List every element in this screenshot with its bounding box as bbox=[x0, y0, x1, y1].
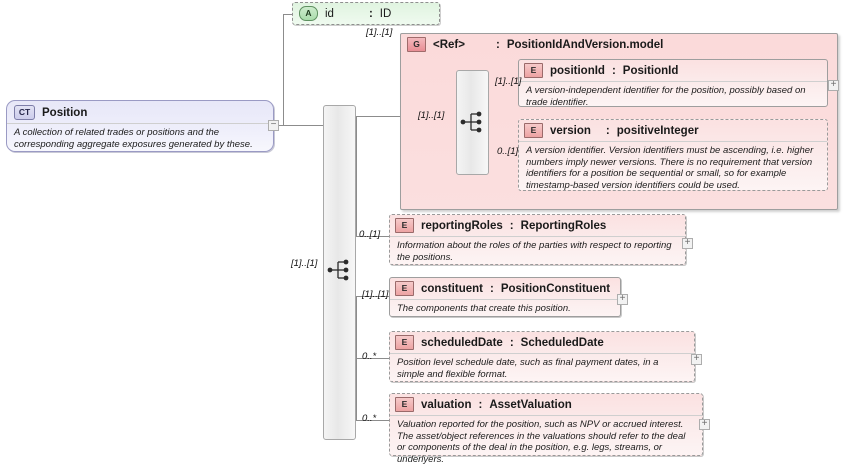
element-valuation-type: AssetValuation bbox=[489, 398, 572, 411]
element-badge: E bbox=[395, 281, 414, 296]
element-scheduleddate-type: ScheduledDate bbox=[520, 336, 604, 349]
element-scheduleddate-name: scheduledDate bbox=[421, 336, 503, 349]
element-positionid-header: E positionId : PositionId bbox=[519, 60, 827, 81]
connector-seq-branch-v bbox=[356, 116, 357, 236]
attribute-id-type: ID bbox=[379, 7, 392, 20]
expand-icon: + bbox=[830, 78, 837, 90]
sequence-cardinality: [1]..[1] bbox=[291, 258, 318, 269]
group-ref-cardinality: [1]..[1] bbox=[366, 27, 393, 38]
group-ref-name: <Ref> bbox=[433, 38, 465, 51]
attribute-id-separator: : bbox=[368, 7, 373, 20]
element-reportingroles-type: ReportingRoles bbox=[520, 219, 607, 232]
expand-icon: + bbox=[693, 352, 700, 364]
connector-seq-to-scheduleddate bbox=[356, 358, 389, 359]
collapse-icon: − bbox=[270, 118, 277, 130]
position-header: CT Position bbox=[7, 101, 273, 123]
element-constituent-header: E constituent : PositionConstituent bbox=[390, 278, 620, 299]
sequence-icon bbox=[327, 259, 349, 281]
expand-icon: + bbox=[684, 236, 691, 248]
position-name: Position bbox=[42, 106, 88, 119]
complex-type-position[interactable]: CT Position A collection of related trad… bbox=[6, 100, 274, 152]
element-version-cardinality: 0..[1] bbox=[497, 146, 519, 157]
element-scheduleddate[interactable]: E scheduledDate : ScheduledDate Position… bbox=[389, 331, 695, 382]
element-positionid-name: positionId bbox=[550, 64, 605, 77]
element-constituent-type: PositionConstituent bbox=[500, 282, 611, 295]
connector-seq-to-constituent bbox=[356, 296, 389, 297]
element-badge: E bbox=[395, 218, 414, 233]
element-constituent-documentation: The components that create this position… bbox=[390, 299, 620, 319]
inner-sequence-icon bbox=[460, 111, 482, 133]
element-reportingroles-cardinality: 0..[1] bbox=[359, 229, 381, 240]
position-collapse-button[interactable]: − bbox=[268, 118, 279, 131]
element-valuation-separator: : bbox=[478, 398, 483, 411]
element-reportingroles-expand-button[interactable]: + bbox=[682, 236, 693, 249]
element-reportingroles[interactable]: E reportingRoles : ReportingRoles Inform… bbox=[389, 214, 686, 265]
group-ref-type: PositionIdAndVersion.model bbox=[506, 38, 664, 51]
attribute-id-name: id bbox=[325, 7, 334, 20]
connector-seq-to-valuation bbox=[356, 420, 389, 421]
attribute-id[interactable]: A id : ID bbox=[292, 2, 440, 25]
group-badge: G bbox=[407, 37, 426, 52]
element-scheduleddate-header: E scheduledDate : ScheduledDate bbox=[390, 332, 694, 353]
expand-icon: + bbox=[619, 292, 626, 304]
element-version-header: E version : positiveInteger bbox=[519, 120, 827, 141]
element-badge: E bbox=[395, 335, 414, 350]
element-version[interactable]: E version : positiveInteger A version id… bbox=[518, 119, 828, 191]
connector-to-id bbox=[283, 14, 293, 15]
element-version-type: positiveInteger bbox=[616, 124, 699, 137]
element-valuation-cardinality: 0..* bbox=[362, 413, 377, 424]
element-valuation-header: E valuation : AssetValuation bbox=[390, 394, 702, 415]
element-valuation-expand-button[interactable]: + bbox=[699, 417, 710, 430]
attribute-badge: A bbox=[299, 6, 318, 21]
inner-sequence-cardinality: [1]..[1] bbox=[418, 110, 445, 121]
element-positionid-documentation: A version-independent identifier for the… bbox=[519, 81, 827, 112]
element-version-documentation: A version identifier. Version identifier… bbox=[519, 141, 827, 195]
element-reportingroles-separator: : bbox=[509, 219, 514, 232]
element-version-name: version bbox=[550, 124, 591, 137]
element-badge: E bbox=[395, 397, 414, 412]
element-constituent-expand-button[interactable]: + bbox=[617, 292, 628, 305]
element-valuation-documentation: Valuation reported for the position, suc… bbox=[390, 415, 702, 469]
element-version-separator: : bbox=[605, 124, 610, 137]
expand-icon: + bbox=[701, 417, 708, 429]
connector-seq-to-group bbox=[356, 116, 401, 117]
element-positionid-cardinality: [1]..[1] bbox=[495, 76, 522, 87]
element-positionid-expand-button[interactable]: + bbox=[828, 78, 839, 91]
element-scheduleddate-documentation: Position level schedule date, such as fi… bbox=[390, 353, 694, 384]
element-constituent[interactable]: E constituent : PositionConstituent The … bbox=[389, 277, 621, 317]
element-constituent-name: constituent bbox=[421, 282, 483, 295]
element-positionid-type: PositionId bbox=[622, 64, 679, 77]
attribute-id-header: A id : ID bbox=[293, 3, 439, 24]
element-reportingroles-documentation: Information about the roles of the parti… bbox=[390, 236, 685, 267]
element-reportingroles-name: reportingRoles bbox=[421, 219, 503, 232]
element-valuation[interactable]: E valuation : AssetValuation Valuation r… bbox=[389, 393, 703, 465]
element-positionid-separator: : bbox=[611, 64, 616, 77]
element-valuation-name: valuation bbox=[421, 398, 472, 411]
element-scheduleddate-expand-button[interactable]: + bbox=[691, 352, 702, 365]
element-constituent-cardinality: [1]..[1] bbox=[362, 289, 389, 300]
element-scheduleddate-separator: : bbox=[509, 336, 514, 349]
connector-trunk-vertical bbox=[283, 14, 284, 126]
sequence-compositor[interactable] bbox=[323, 105, 356, 440]
element-badge: E bbox=[524, 63, 543, 78]
element-constituent-separator: : bbox=[489, 282, 494, 295]
connector-seq-to-reportingroles bbox=[356, 236, 389, 237]
group-ref-separator: : bbox=[495, 38, 500, 51]
complex-type-badge: CT bbox=[14, 105, 35, 120]
group-ref-header: G <Ref> : PositionIdAndVersion.model bbox=[401, 34, 837, 55]
position-documentation: A collection of related trades or positi… bbox=[7, 123, 273, 154]
connector-to-sequence bbox=[283, 125, 323, 126]
element-scheduleddate-cardinality: 0..* bbox=[362, 351, 377, 362]
element-badge: E bbox=[524, 123, 543, 138]
element-positionid[interactable]: E positionId : PositionId A version-inde… bbox=[518, 59, 828, 108]
element-reportingroles-header: E reportingRoles : ReportingRoles bbox=[390, 215, 685, 236]
